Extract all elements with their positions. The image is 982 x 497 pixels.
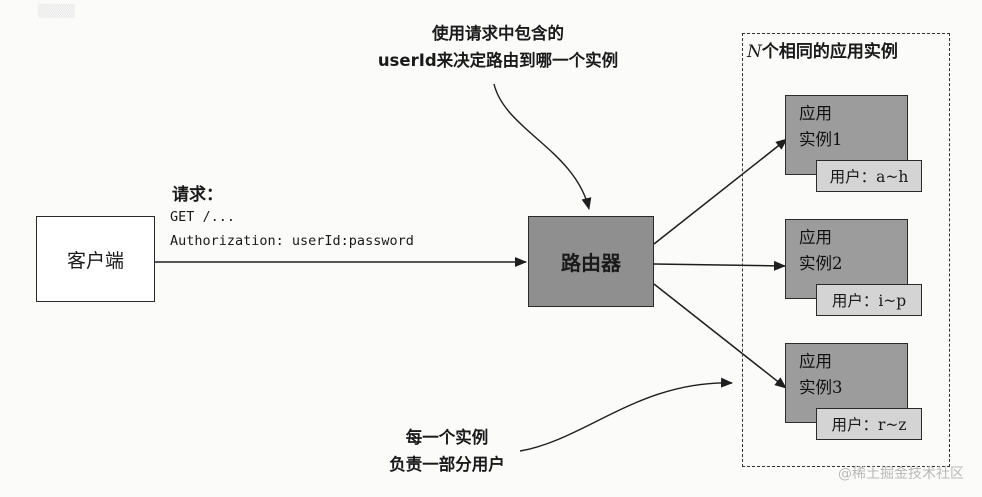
instance-count-symbol: N bbox=[747, 42, 762, 62]
routing-callout: 使用请求中包含的 userId来决定路由到哪一个实例 bbox=[328, 20, 668, 74]
request-line-auth: Authorization: userId:password bbox=[170, 233, 414, 249]
instance-group-title-text: 个相同的应用实例 bbox=[761, 42, 898, 62]
router-label: 路由器 bbox=[561, 251, 621, 275]
instance-group-frame bbox=[742, 33, 950, 467]
user-range-tag: 用户：i~p bbox=[816, 284, 922, 316]
router-to-instance2-arrow bbox=[653, 260, 786, 271]
request-line-method: GET /... bbox=[170, 209, 236, 225]
instance-label-line1: 应用 bbox=[799, 352, 832, 371]
sharding-callout-line1: 每一个实例 bbox=[405, 428, 489, 447]
instance-label-line2: 实例1 bbox=[799, 130, 843, 149]
instance-label: 应用 实例1 bbox=[799, 101, 843, 153]
client-box: 客户端 bbox=[36, 216, 155, 302]
router-to-instance3-arrow bbox=[653, 283, 787, 389]
user-range-tag: 用户：r~z bbox=[816, 408, 922, 440]
bottom-callout-pointer bbox=[519, 377, 733, 452]
client-label: 客户端 bbox=[66, 249, 124, 272]
watermark: @稀土掘金技术社区 bbox=[838, 466, 964, 482]
instance-group-title: N个相同的应用实例 bbox=[747, 37, 898, 62]
routing-callout-line1: 使用请求中包含的 bbox=[432, 24, 564, 43]
instance-label: 应用 实例2 bbox=[799, 225, 843, 277]
instance-label-line2: 实例2 bbox=[799, 254, 843, 273]
app-instance-3: 应用 实例3 用户：r~z bbox=[785, 343, 922, 440]
faded-scan-artifact: ▒▒▒▒ bbox=[38, 4, 75, 18]
instance-label-line1: 应用 bbox=[799, 104, 832, 123]
instance-label-line2: 实例3 bbox=[799, 378, 843, 397]
top-callout-pointer bbox=[493, 83, 592, 210]
routing-callout-line2: userId来决定路由到哪一个实例 bbox=[377, 51, 619, 70]
user-range-tag: 用户：a~h bbox=[816, 160, 922, 192]
instance-label: 应用 实例3 bbox=[799, 349, 843, 401]
router-to-instance1-arrow bbox=[653, 138, 788, 245]
instance-label-line1: 应用 bbox=[799, 228, 832, 247]
app-instance-1: 应用 实例1 用户：a~h bbox=[785, 95, 922, 192]
sharding-callout-line2: 负责一部分用户 bbox=[389, 455, 505, 474]
sharding-callout: 每一个实例 负责一部分用户 bbox=[372, 424, 522, 478]
request-title: 请求： bbox=[172, 185, 223, 205]
app-instance-2: 应用 实例2 用户：i~p bbox=[785, 219, 922, 316]
router-box: 路由器 bbox=[528, 216, 654, 307]
